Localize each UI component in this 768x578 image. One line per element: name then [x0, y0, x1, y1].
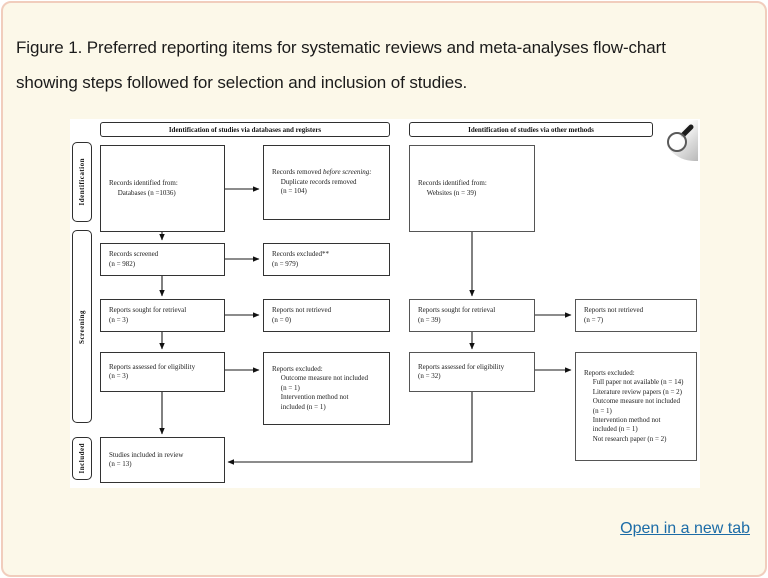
box-reports-not-retrieved-right: Reports not retrieved (n = 7)	[575, 299, 697, 332]
header-other-methods: Identification of studies via other meth…	[409, 122, 653, 137]
stage-label-included: Included	[72, 437, 92, 480]
box-records-identified-databases: Records identified from: Databases (n =1…	[100, 145, 225, 232]
box-records-screened: Records screened (n = 982)	[100, 243, 225, 276]
box-reports-sought-right: Reports sought for retrieval (n = 39)	[409, 299, 535, 332]
zoom-figure-button[interactable]	[660, 120, 698, 161]
box-reports-assessed-left: Reports assessed for eligibility (n = 3)	[100, 352, 225, 392]
box-reports-not-retrieved-left: Reports not retrieved (n = 0)	[263, 299, 390, 332]
open-in-new-tab-link[interactable]: Open in a new tab	[620, 520, 750, 537]
box-reports-excluded-left: Reports excluded: Outcome measure not in…	[263, 352, 390, 425]
records-removed-line1: Records removed before screening:	[272, 168, 372, 177]
box-records-excluded: Records excluded** (n = 979)	[263, 243, 390, 276]
prisma-flowchart-image: Identification of studies via databases …	[70, 119, 700, 488]
box-reports-sought-left: Reports sought for retrieval (n = 3)	[100, 299, 225, 332]
box-records-identified-websites: Records identified from: Websites (n = 3…	[409, 145, 535, 232]
caption-line-2: showing steps followed for selection and…	[16, 73, 468, 92]
records-removed-rest: Duplicate records removed (n = 104)	[280, 177, 357, 196]
stage-label-identification: Identification	[72, 142, 92, 222]
figure-caption: Figure 1. Preferred reporting items for …	[16, 30, 756, 100]
magnifier-icon	[667, 124, 694, 152]
caption-line-1: Figure 1. Preferred reporting items for …	[16, 38, 666, 57]
box-records-removed: Records removed before screening: Duplic…	[263, 145, 390, 220]
box-studies-included: Studies included in review (n = 13)	[100, 437, 225, 483]
header-databases-registers: Identification of studies via databases …	[100, 122, 390, 137]
stage-label-screening: Screening	[72, 230, 92, 423]
box-reports-assessed-right: Reports assessed for eligibility (n = 32…	[409, 352, 535, 392]
box-reports-excluded-right: Reports excluded: Full paper not availab…	[575, 352, 697, 461]
flow-arrows	[159, 186, 572, 465]
